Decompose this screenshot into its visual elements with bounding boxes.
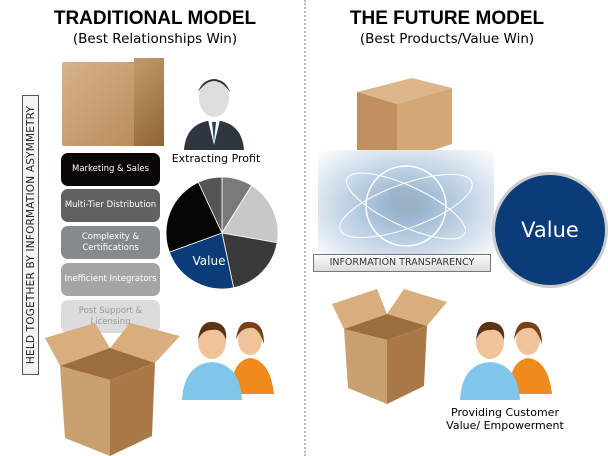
divider bbox=[304, 0, 306, 456]
layer-multi-tier-distribution: Multi-Tier Distribution bbox=[61, 189, 160, 222]
extracting-profit-caption: Extracting Profit bbox=[171, 152, 261, 165]
information-transparency-label: INFORMATION TRANSPARENCY bbox=[313, 254, 491, 272]
future-model-title: THE FUTURE MODEL bbox=[349, 8, 545, 29]
slice-value bbox=[168, 232, 235, 290]
slice-light bbox=[221, 184, 279, 244]
slice-charcoal bbox=[197, 176, 223, 234]
side-label-box: HELD TOGETHER BY INFORMATION ASYMMETRY bbox=[22, 95, 39, 375]
traditional-model-title: TRADITIONAL MODEL bbox=[53, 8, 257, 29]
value-circle: Value bbox=[495, 175, 605, 285]
pie-value-label: Value bbox=[192, 254, 226, 268]
slice-black bbox=[165, 181, 223, 253]
closed-box-side bbox=[134, 58, 164, 146]
profit-pie-chart bbox=[165, 176, 279, 290]
globe-network-image bbox=[318, 150, 494, 262]
customers-icon-right bbox=[460, 321, 552, 400]
open-box-icon-right bbox=[332, 289, 447, 404]
slice-dark bbox=[221, 232, 278, 289]
layer-marketing-sales: Marketing & Sales bbox=[61, 153, 160, 186]
customer-value-caption: Providing Customer Value/ Empowerment bbox=[446, 406, 564, 432]
businessman-icon bbox=[184, 79, 244, 150]
future-model-subtitle: (Best Products/Value Win) bbox=[359, 31, 535, 47]
customers-icon bbox=[182, 321, 274, 400]
traditional-model-subtitle: (Best Relationships Win) bbox=[72, 31, 238, 47]
closed-box-icon-right bbox=[357, 78, 452, 162]
value-circle-label: Value bbox=[521, 218, 579, 242]
layer-integrators: Inefficient Integrators bbox=[61, 263, 160, 296]
open-box-icon bbox=[45, 323, 180, 456]
layer-complexity: Complexity & Certifications bbox=[61, 226, 160, 259]
